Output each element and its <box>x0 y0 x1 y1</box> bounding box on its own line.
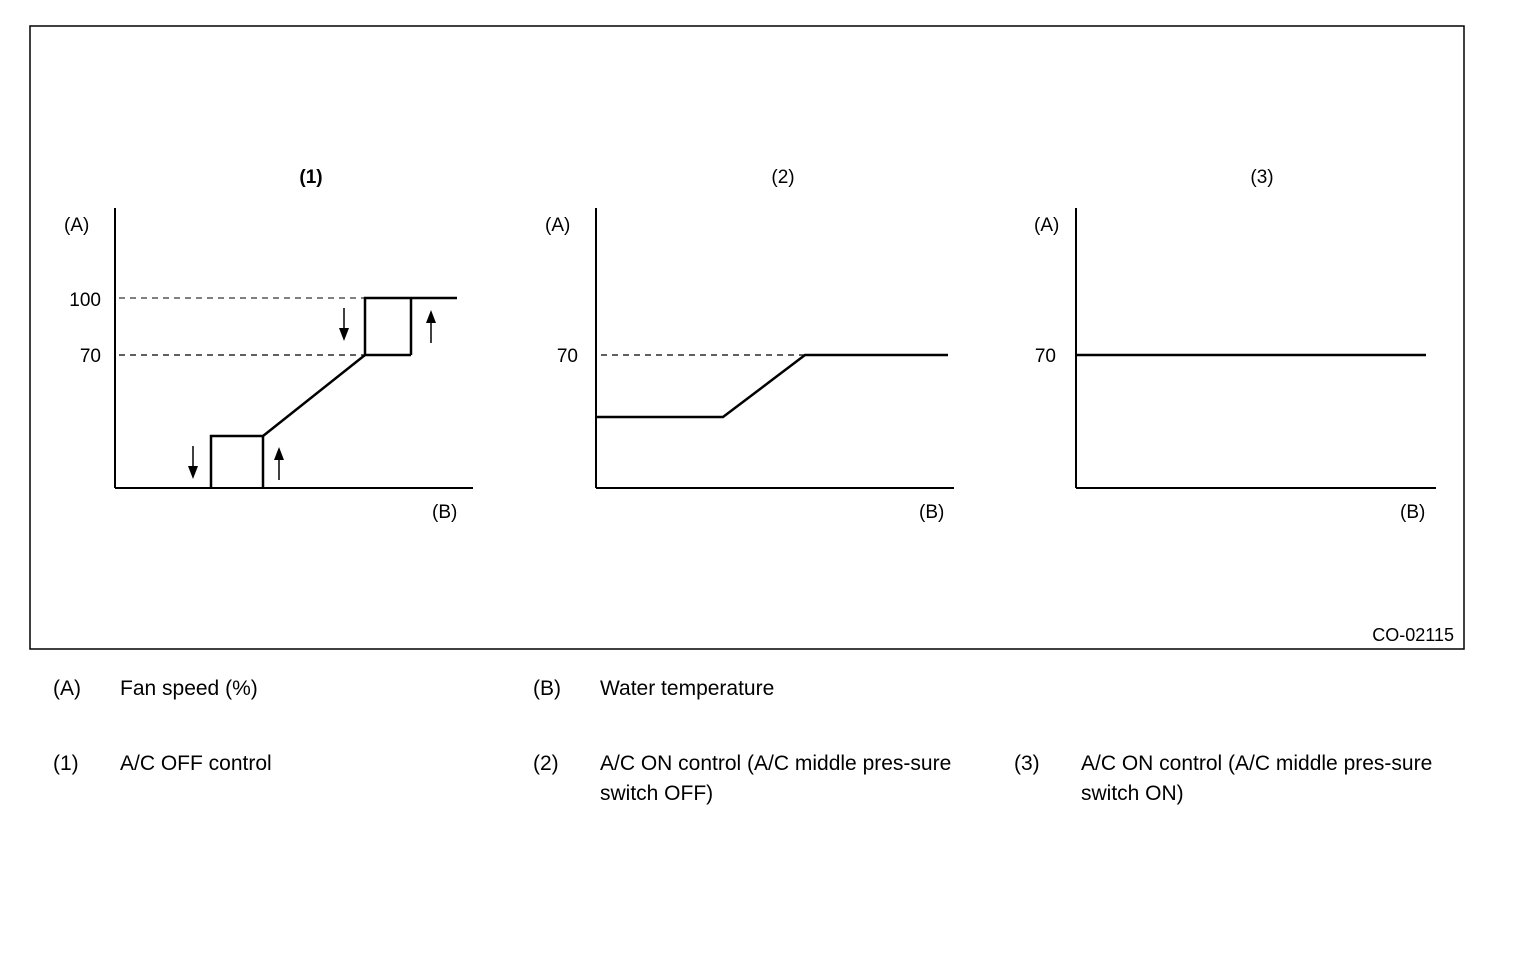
legend-text: A/C ON control (A/C middle pres-sure swi… <box>600 752 952 805</box>
legend-code: (2) <box>533 752 559 775</box>
arrow-up-icon <box>426 310 436 343</box>
panel-3-y-axis-label: (A) <box>1034 215 1059 236</box>
legend-code: (A) <box>53 677 81 700</box>
legend-code: (1) <box>53 752 79 775</box>
legend-text: Water temperature <box>600 677 775 700</box>
panel-1-number: (1) <box>299 167 322 188</box>
panel-1-low-hysteresis <box>209 434 265 488</box>
panel-1-y-axis-label: (A) <box>64 215 89 236</box>
arrow-down-icon <box>188 446 198 479</box>
panel-1-tick-70: 70 <box>80 346 101 367</box>
figure-frame <box>29 25 1465 650</box>
legend-text: Fan speed (%) <box>120 677 258 700</box>
legend-text: A/C OFF control <box>120 752 272 775</box>
legend-code: (3) <box>1014 752 1040 775</box>
panel-2: (2) (A) 70 (B) <box>545 167 954 523</box>
panel-1-x-axis-label: (B) <box>432 502 457 523</box>
panel-1-tick-100: 100 <box>69 290 101 311</box>
panel-3: (3) (A) 70 (B) <box>1034 167 1436 523</box>
panel-2-tick-70: 70 <box>557 346 578 367</box>
panel-2-y-axis-label: (A) <box>545 215 570 236</box>
panel-1-ramp <box>262 354 366 437</box>
panel-2-x-axis-label: (B) <box>919 502 944 523</box>
arrow-up-icon <box>274 447 284 480</box>
panel-3-number: (3) <box>1250 167 1273 188</box>
panel-2-number: (2) <box>771 167 794 188</box>
panel-3-x-axis-label: (B) <box>1400 502 1425 523</box>
legend-text: A/C ON control (A/C middle pres-sure swi… <box>1081 752 1433 805</box>
panel-1: (1) (A) 100 70 (B) <box>64 167 473 523</box>
arrow-down-icon <box>339 308 349 341</box>
panel-3-tick-70: 70 <box>1035 346 1056 367</box>
legend-code: (B) <box>533 677 561 700</box>
figure-id: CO-02115 <box>1372 625 1454 645</box>
panel-2-curve <box>596 353 948 419</box>
